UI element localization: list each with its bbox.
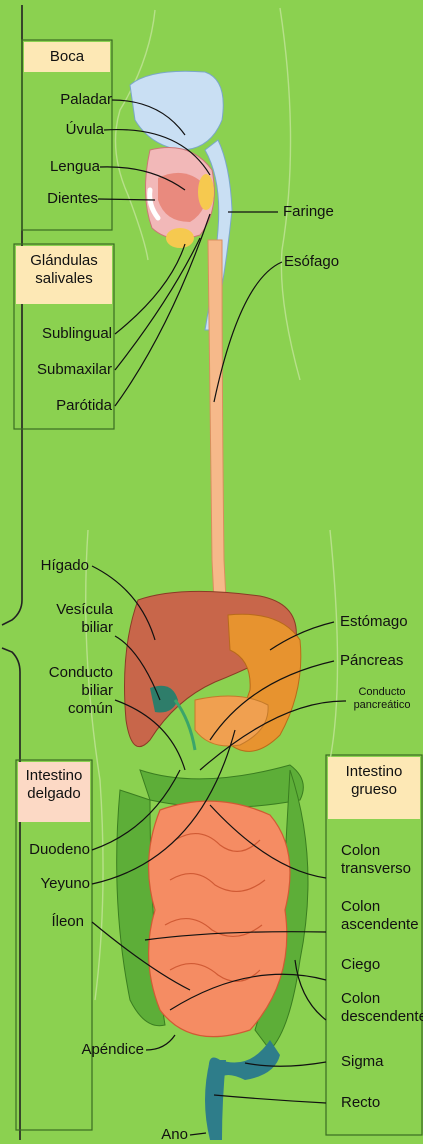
label-conducto-line2: biliar bbox=[49, 682, 113, 700]
label-dientes: Dientes bbox=[47, 190, 98, 208]
label-colon-transverso-line2: transverso bbox=[341, 860, 411, 878]
small-intestine bbox=[149, 801, 290, 1037]
line-esofago bbox=[214, 262, 282, 402]
boca-header-text: Boca bbox=[50, 48, 84, 65]
glandulas-header-line2: salivales bbox=[16, 270, 112, 288]
label-colon-descendente-line1: Colon bbox=[341, 990, 423, 1008]
label-paladar: Paladar bbox=[60, 91, 112, 109]
sublingual-gland bbox=[166, 228, 194, 248]
bile-duct bbox=[175, 700, 195, 750]
label-conducto-line3: común bbox=[49, 700, 113, 718]
label-uvula: Úvula bbox=[66, 121, 104, 139]
label-duodeno: Duodeno bbox=[29, 841, 90, 859]
label-faringe: Faringe bbox=[283, 203, 334, 221]
label-esofago: Esófago bbox=[284, 253, 339, 271]
label-ciego: Ciego bbox=[341, 956, 380, 974]
label-colon-descendente: Colon descendente bbox=[341, 990, 423, 1026]
nasal-cavity bbox=[130, 71, 223, 150]
label-conducto-pan-line2: pancreático bbox=[346, 699, 418, 712]
label-lengua: Lengua bbox=[50, 158, 100, 176]
label-conducto-biliar: Conducto biliar común bbox=[49, 664, 113, 718]
intestino-grueso-header: Intestino grueso bbox=[328, 757, 420, 819]
group-frames bbox=[2, 5, 22, 1140]
intestino-delgado-line2: delgado bbox=[18, 785, 90, 803]
label-higado: Hígado bbox=[41, 557, 89, 575]
label-recto: Recto bbox=[341, 1094, 380, 1112]
label-ileon: Íleon bbox=[51, 913, 84, 931]
label-colon-transverso: Colon transverso bbox=[341, 842, 411, 878]
line-submaxilar bbox=[115, 238, 200, 370]
line-parotida bbox=[115, 214, 210, 406]
esophagus bbox=[208, 240, 226, 600]
label-yeyuno: Yeyuno bbox=[41, 875, 91, 893]
line-colon-descendente bbox=[295, 960, 326, 1020]
frame-lower bbox=[2, 648, 20, 1140]
line-recto bbox=[214, 1095, 326, 1103]
label-colon-descendente-line2: descendente bbox=[341, 1008, 423, 1026]
intestino-delgado-line1: Intestino bbox=[18, 767, 90, 785]
label-apendice: Apéndice bbox=[81, 1041, 144, 1059]
label-estomago: Estómago bbox=[340, 613, 408, 631]
glandulas-header-line1: Glándulas bbox=[16, 252, 112, 270]
label-sigma: Sigma bbox=[341, 1053, 384, 1071]
label-colon-ascendente-line2: ascendente bbox=[341, 916, 419, 934]
label-conducto-pancreatico: Conducto pancreático bbox=[346, 686, 418, 712]
label-pancreas: Páncreas bbox=[340, 652, 403, 670]
label-vesicula: Vesícula biliar bbox=[56, 601, 113, 637]
line-apendice bbox=[146, 1035, 175, 1050]
intestino-delgado-header: Intestino delgado bbox=[18, 762, 90, 822]
intestino-grueso-line1: Intestino bbox=[328, 763, 420, 781]
label-sublingual: Sublingual bbox=[42, 325, 112, 343]
intestino-grueso-line2: grueso bbox=[328, 781, 420, 799]
label-colon-ascendente: Colon ascendente bbox=[341, 898, 419, 934]
label-ano: Ano bbox=[161, 1126, 188, 1144]
label-conducto-line1: Conducto bbox=[49, 664, 113, 682]
frame-upper bbox=[2, 5, 22, 625]
label-submaxilar: Submaxilar bbox=[37, 361, 112, 379]
boca-header: Boca bbox=[24, 42, 110, 72]
label-colon-ascendente-line1: Colon bbox=[341, 898, 419, 916]
line-ano bbox=[190, 1133, 206, 1135]
line-sublingual bbox=[115, 244, 185, 334]
rectum bbox=[205, 1060, 226, 1140]
glandulas-header: Glándulas salivales bbox=[16, 246, 112, 304]
label-parotida: Parótida bbox=[56, 397, 112, 415]
parotid-gland bbox=[198, 174, 214, 210]
label-vesicula-line1: Vesícula bbox=[56, 601, 113, 619]
label-conducto-pan-line1: Conducto bbox=[346, 686, 418, 699]
abdomen-upper bbox=[125, 591, 301, 751]
label-vesicula-line2: biliar bbox=[56, 619, 113, 637]
label-colon-transverso-line1: Colon bbox=[341, 842, 411, 860]
